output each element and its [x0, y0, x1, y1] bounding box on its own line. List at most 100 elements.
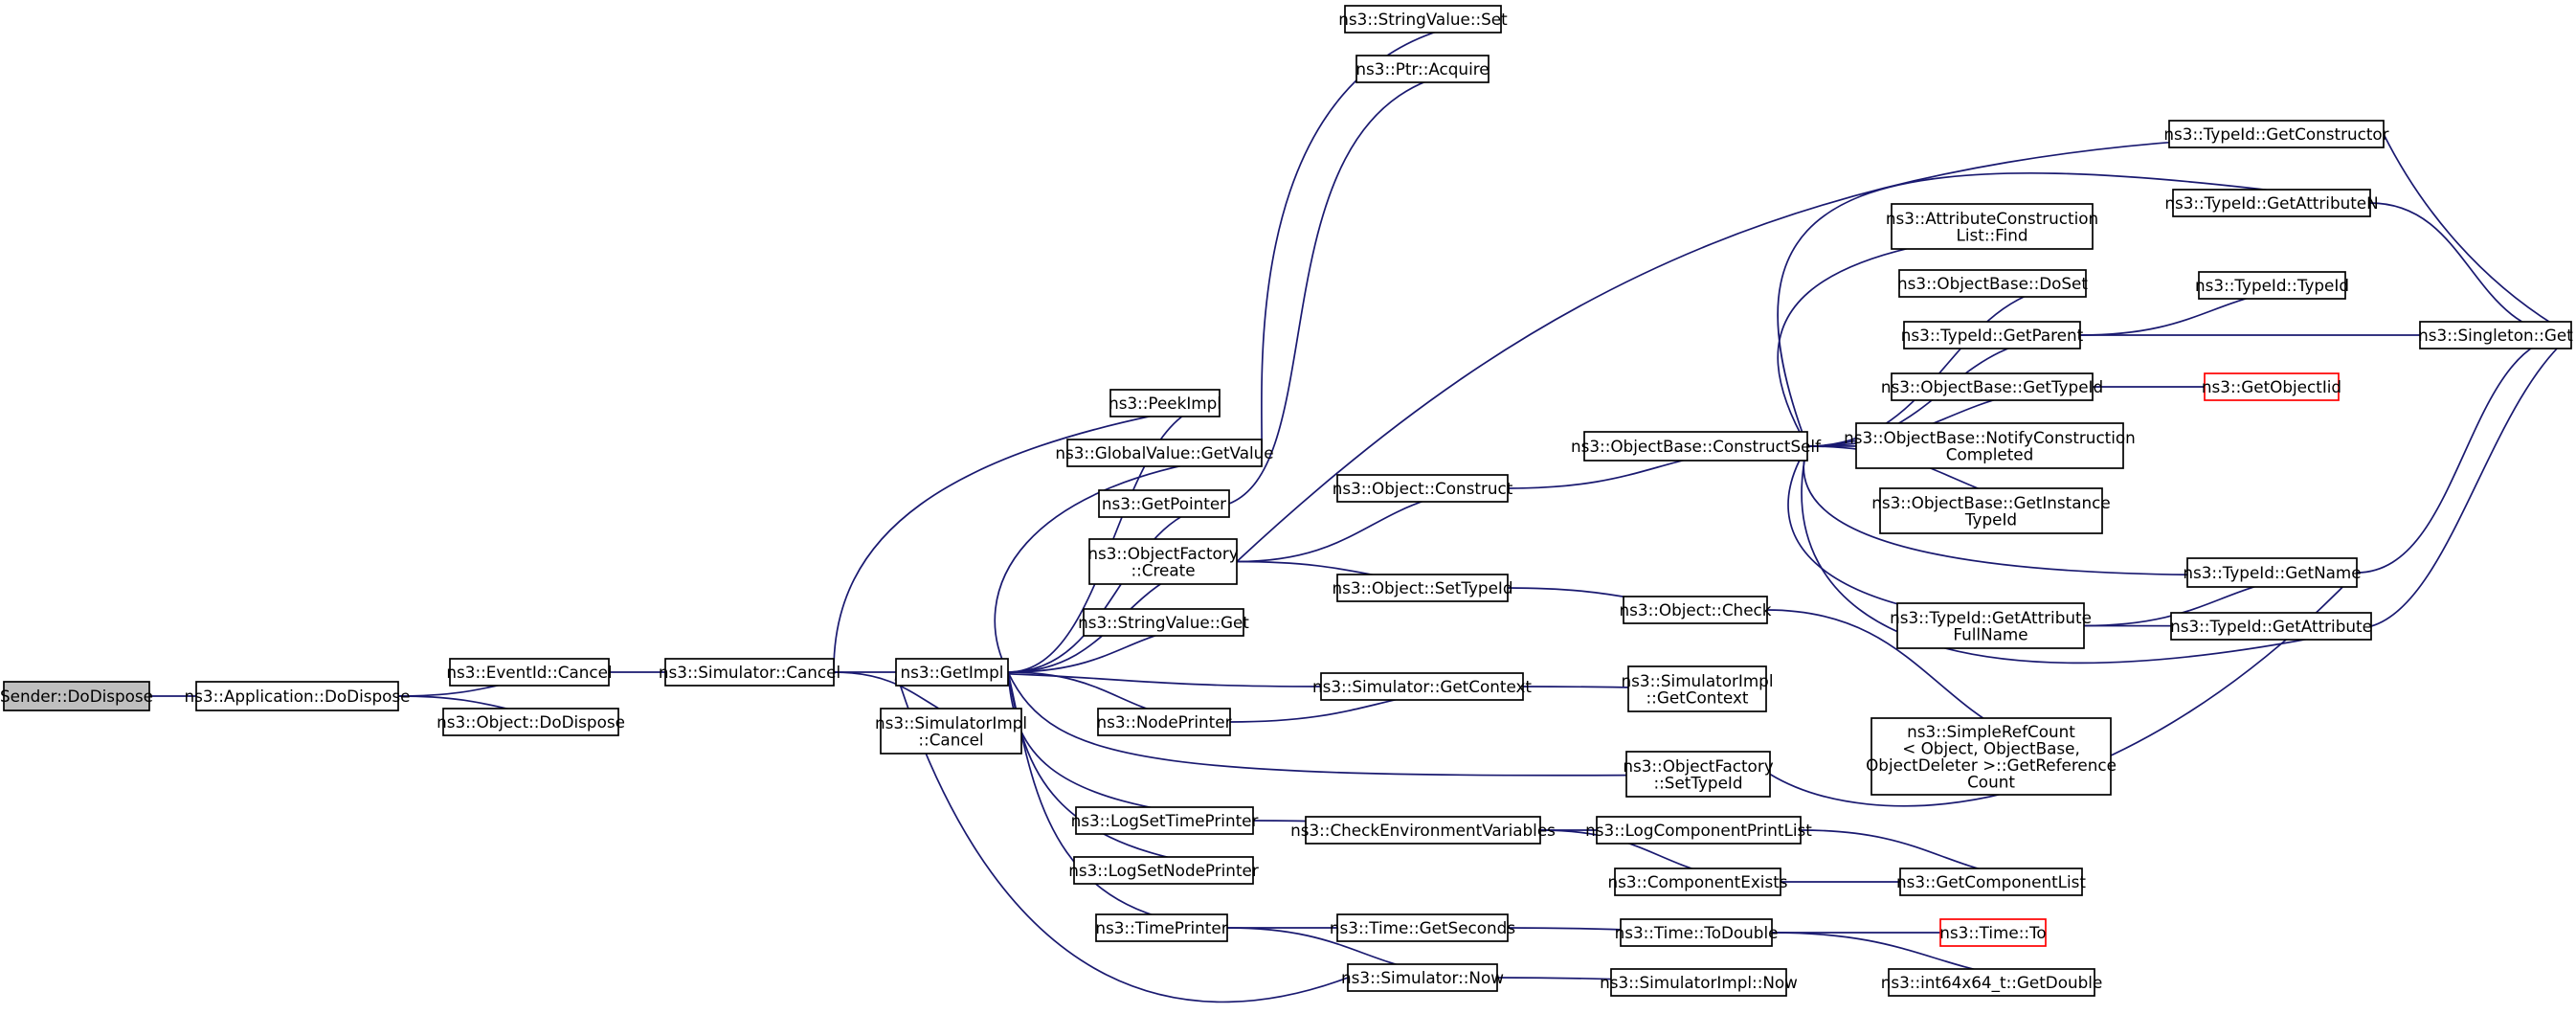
node-label: ns3::Object::DoDispose — [437, 712, 625, 732]
node-box — [1903, 321, 2081, 349]
node-label: ns3::PeekImpl — [1109, 394, 1221, 413]
node-box — [1898, 269, 2087, 298]
node-ptr_acquire[interactable]: ns3::Ptr::Acquire — [1355, 55, 1490, 83]
node-box — [2172, 189, 2371, 217]
node-box — [1939, 918, 2047, 947]
node-box — [442, 708, 619, 736]
node-box — [1610, 968, 1787, 997]
node-box — [1899, 868, 2083, 896]
node-getobjectiid[interactable]: ns3::GetObjectIid — [2202, 372, 2341, 401]
node-objbase_constructself[interactable]: ns3::ObjectBase::ConstructSelf — [1571, 431, 1822, 462]
node-label: Completed — [1946, 444, 2034, 463]
node-label: < Object, ObjectBase, — [1902, 738, 2080, 757]
node-sim_now[interactable]: ns3::Simulator::Now — [1341, 963, 1504, 992]
node-label: ns3::LogComponentPrintList — [1585, 821, 1812, 840]
node-logsettimeprinter[interactable]: ns3::LogSetTimePrinter — [1071, 806, 1259, 835]
node-typeid_getconstructor[interactable]: ns3::TypeId::GetConstructor — [2163, 120, 2389, 148]
edge-typeid_getattributen-to-singleton_get — [2369, 202, 2572, 339]
node-objbase_doset[interactable]: ns3::ObjectBase::DoSet — [1897, 269, 2088, 298]
node-stringvalue_get[interactable]: ns3::StringValue::Get — [1078, 608, 1249, 637]
node-object_settypeid[interactable]: ns3::Object::SetTypeId — [1332, 574, 1513, 602]
node-time_todouble[interactable]: ns3::Time::ToDouble — [1615, 918, 1779, 947]
node-box — [1095, 913, 1228, 942]
node-getcomponentlist[interactable]: ns3::GetComponentList — [1896, 868, 2086, 896]
node-sim_cancel[interactable]: ns3::Simulator::Cancel — [659, 658, 840, 687]
node-globalvalue_getvalue[interactable]: ns3::GlobalValue::GetValue — [1055, 439, 1274, 467]
node-label: ns3::ObjectFactory — [1087, 544, 1238, 563]
node-label: ns3::GetComponentList — [1896, 872, 2086, 891]
node-typeid_getname[interactable]: ns3::TypeId::GetName — [2183, 557, 2362, 588]
node-label: FullName — [1953, 624, 2027, 643]
node-box — [1891, 372, 2094, 401]
node-int64x64_getdouble[interactable]: ns3::int64x64_t::GetDouble — [1881, 968, 2103, 997]
node-simimpl_getcontext[interactable]: ns3::SimulatorImpl::GetContext — [1622, 665, 1774, 712]
node-getpointer[interactable]: ns3::GetPointer — [1098, 489, 1230, 518]
node-label: ns3::Simulator::GetContext — [1312, 677, 1532, 696]
node-box — [1066, 439, 1263, 467]
node-object_construct[interactable]: ns3::Object::Construct — [1333, 474, 1513, 503]
node-box — [1855, 422, 2124, 469]
node-objbase_gettypeid[interactable]: ns3::ObjectBase::GetTypeId — [1881, 372, 2103, 401]
node-label: ObjectDeleter >::GetReference — [1866, 755, 2117, 775]
node-box — [449, 658, 610, 687]
node-label: ns3::Time::To — [1939, 923, 2046, 942]
node-componentexists[interactable]: ns3::ComponentExists — [1607, 868, 1788, 896]
node-stringvalue_set[interactable]: ns3::StringValue::Set — [1338, 5, 1508, 34]
node-label: ::Create — [1131, 560, 1195, 579]
node-box — [1355, 55, 1490, 83]
node-box — [1344, 5, 1502, 34]
node-label: Sender::DoDispose — [0, 687, 153, 706]
node-object_check[interactable]: ns3::Object::Check — [1620, 596, 1772, 624]
node-label: ns3::LogSetNodePrinter — [1068, 861, 1259, 880]
node-box — [1109, 389, 1221, 417]
edge-globalvalue_getvalue-to-stringvalue_set — [1261, 15, 1502, 454]
node-simplerefcount[interactable]: ns3::SimpleRefCount< Object, ObjectBase,… — [1866, 717, 2117, 796]
node-box — [1583, 431, 1808, 462]
node-label: ns3::Simulator::Cancel — [659, 663, 840, 682]
node-label: ns3::GetPointer — [1102, 494, 1226, 513]
node-box — [195, 681, 399, 711]
node-app_dodispose[interactable]: ns3::Application::DoDispose — [185, 681, 411, 711]
node-typeid_getattributen[interactable]: ns3::TypeId::GetAttributeN — [2164, 189, 2379, 217]
node-timeprinter[interactable]: ns3::TimePrinter — [1095, 913, 1228, 942]
node-time_to[interactable]: ns3::Time::To — [1939, 918, 2047, 947]
node-singleton_get[interactable]: ns3::Singleton::Get — [2418, 321, 2573, 349]
edge-objfactory_create-to-typeid_getconstructor — [1236, 130, 2385, 563]
edge-getimpl-to-objfactory_settypeid — [1007, 671, 1771, 778]
node-label: ns3::Time::GetSeconds — [1330, 918, 1515, 937]
node-label: ns3::StringValue::Get — [1078, 613, 1249, 632]
node-objbase_notifyconstruction[interactable]: ns3::ObjectBase::NotifyConstructionCompl… — [1844, 422, 2136, 469]
node-logcomponentprintlist[interactable]: ns3::LogComponentPrintList — [1585, 816, 1812, 845]
node-sim_getcontext[interactable]: ns3::Simulator::GetContext — [1312, 672, 1532, 701]
node-eventid_cancel[interactable]: ns3::EventId::Cancel — [446, 658, 613, 687]
node-label: ns3::GetImpl — [901, 663, 1004, 682]
edge-getpointer-to-ptr_acquire — [1228, 65, 1490, 505]
node-typeid_getparent[interactable]: ns3::TypeId::GetParent — [1901, 321, 2084, 349]
node-peekimpl[interactable]: ns3::PeekImpl — [1109, 389, 1221, 417]
node-typeid_getattribute[interactable]: ns3::TypeId::GetAttribute — [2170, 612, 2372, 641]
node-logsetnodeprinter[interactable]: ns3::LogSetNodePrinter — [1068, 856, 1259, 885]
node-objfactory_settypeid[interactable]: ns3::ObjectFactory::SetTypeId — [1623, 751, 1774, 798]
node-label: ns3::CheckEnvironmentVariables — [1290, 821, 1556, 840]
node-box — [1891, 203, 2094, 250]
node-label: ns3::TypeId::GetAttributeN — [2164, 193, 2378, 213]
node-objfactory_create[interactable]: ns3::ObjectFactory::Create — [1087, 538, 1239, 585]
edge-getimpl-to-globalvalue_getvalue — [994, 449, 1263, 673]
node-box — [1879, 487, 2103, 534]
edge-sim_now-to-getimpl — [894, 671, 1349, 1003]
node-simimpl_cancel[interactable]: ns3::SimulatorImpl::Cancel — [875, 708, 1027, 755]
node-object_dodispose[interactable]: ns3::Object::DoDispose — [437, 708, 625, 736]
node-simimpl_now[interactable]: ns3::SimulatorImpl::Now — [1600, 968, 1798, 997]
node-nodeprinter[interactable]: ns3::NodePrinter — [1097, 708, 1232, 736]
node-checkenvvars[interactable]: ns3::CheckEnvironmentVariables — [1290, 816, 1556, 845]
node-label: ns3::SimulatorImpl — [1622, 671, 1774, 690]
node-typeid_typeid[interactable]: ns3::TypeId::TypeId — [2195, 271, 2349, 300]
node-getimpl[interactable]: ns3::GetImpl — [895, 658, 1009, 687]
node-time_getseconds[interactable]: ns3::Time::GetSeconds — [1330, 913, 1515, 942]
node-label: ns3::AttributeConstruction — [1886, 209, 2098, 228]
node-label: ns3::ObjectBase::DoSet — [1897, 274, 2088, 293]
